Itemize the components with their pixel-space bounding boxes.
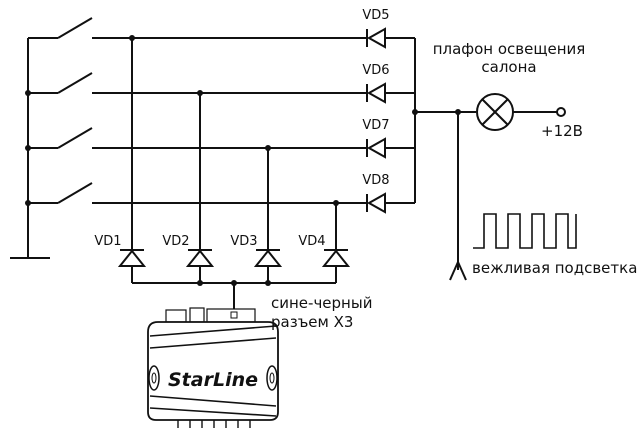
label-vd2: VD2 bbox=[162, 234, 189, 249]
supply-voltage-label: +12В bbox=[541, 122, 583, 140]
switch-4-contact bbox=[57, 182, 93, 204]
signal-lines bbox=[92, 37, 367, 204]
label-vd4: VD4 bbox=[298, 234, 325, 249]
junction-dot bbox=[412, 109, 418, 115]
connector-block bbox=[165, 309, 187, 323]
junction-dot bbox=[25, 90, 31, 96]
mount-eyelet-right bbox=[266, 365, 278, 391]
label-vd5: VD5 bbox=[362, 8, 389, 23]
label-vd8: VD8 bbox=[362, 173, 389, 188]
courtesy-light-label: вежливая подсветка bbox=[472, 259, 637, 277]
arrow-icon bbox=[457, 261, 467, 281]
junction-dot bbox=[197, 90, 203, 96]
terminal-icon bbox=[556, 107, 566, 117]
switch-2-contact bbox=[57, 72, 93, 94]
pulse-waveform-icon bbox=[473, 213, 577, 249]
junction-dot bbox=[265, 145, 271, 151]
brand-logo: StarLine bbox=[168, 369, 258, 391]
connector-block bbox=[189, 307, 205, 323]
lamp-label-line2: салона bbox=[481, 58, 536, 76]
junction-dot bbox=[265, 280, 271, 286]
unit-body bbox=[147, 321, 279, 421]
labels: VD5 VD6 VD7 VD8 VD1 VD2 VD3 VD4 плафон о… bbox=[94, 8, 637, 331]
switch-group bbox=[10, 17, 93, 259]
diode-vd6 bbox=[366, 82, 415, 104]
label-vd3: VD3 bbox=[230, 234, 257, 249]
junction-dot bbox=[197, 280, 203, 286]
junction-dot bbox=[25, 145, 31, 151]
diode-vd4 bbox=[321, 249, 351, 283]
diode-vd3 bbox=[253, 249, 283, 283]
connector-label-line2: разъем X3 bbox=[271, 313, 353, 331]
junction-dot bbox=[129, 35, 135, 41]
diode-vd5 bbox=[366, 27, 415, 49]
lamp-circuit bbox=[412, 38, 577, 281]
diode-vd8 bbox=[366, 192, 415, 214]
switch-3-contact bbox=[57, 127, 93, 149]
bottom-pins bbox=[177, 420, 251, 428]
alarm-unit: StarLine bbox=[147, 307, 279, 428]
diode-vd1 bbox=[117, 249, 147, 283]
diode-vd2 bbox=[185, 249, 215, 283]
junction-dot bbox=[333, 200, 339, 206]
label-vd7: VD7 bbox=[362, 118, 389, 133]
mount-eyelet-left bbox=[148, 365, 160, 391]
arrow-icon bbox=[449, 261, 459, 281]
label-vd6: VD6 bbox=[362, 63, 389, 78]
bottom-diodes bbox=[117, 35, 351, 313]
switch-1-contact bbox=[57, 17, 93, 39]
label-vd1: VD1 bbox=[94, 234, 121, 249]
connector-label-line1: сине-черный bbox=[271, 294, 372, 312]
diode-vd7 bbox=[366, 137, 415, 159]
lamp-label-line1: плафон освещения bbox=[433, 40, 586, 58]
junction-dot bbox=[25, 200, 31, 206]
